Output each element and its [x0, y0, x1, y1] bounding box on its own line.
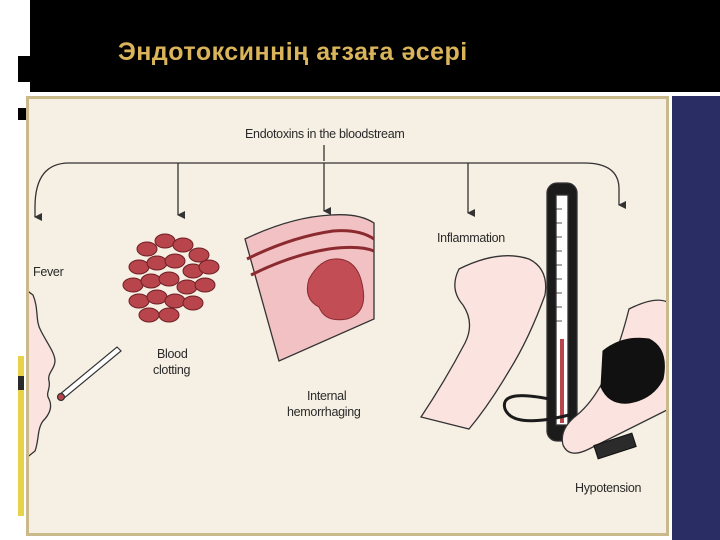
inflammation-label: Inflammation	[437, 231, 505, 247]
distribution-bracket	[35, 145, 619, 207]
decor-dark-bar	[18, 376, 24, 390]
inflamed-arm	[421, 256, 546, 429]
diagram-illustration	[29, 99, 666, 533]
fever-label: Fever	[33, 265, 63, 281]
thermometer	[58, 347, 122, 401]
face-profile	[29, 289, 55, 459]
hypotension-label: Hypotension	[575, 481, 641, 497]
decor-square-top	[18, 56, 30, 82]
internal-hemorrhaging-label-line2: hemorrhaging	[287, 405, 361, 421]
internal-hemorrhaging-label-line1: Internal	[307, 389, 346, 405]
diagram-panel: Endotoxins in the bloodstream Fever Bloo…	[26, 96, 669, 536]
right-accent-strip	[672, 96, 720, 540]
tissue-section	[245, 215, 374, 361]
blood-clotting-label-line2: clotting	[153, 363, 190, 379]
slide-title: Эндотоксиннің ағзаға әсері	[118, 38, 468, 67]
blood-clotting-label-line1: Blood	[157, 347, 187, 363]
blood-clot-cluster	[123, 234, 219, 322]
source-label: Endotoxins in the bloodstream	[245, 127, 404, 143]
